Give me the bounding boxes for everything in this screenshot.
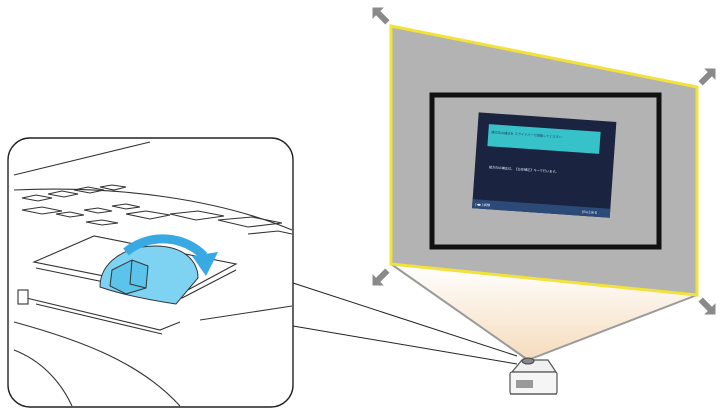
resize-arrow-icon	[372, 7, 390, 25]
screen-message-box	[487, 124, 601, 154]
resize-arrow-icon	[372, 268, 390, 286]
beam-edge-right	[527, 294, 698, 361]
projected-image: 横方向の補正を スライドバーで調整してください 縦方向の補正は、【台形補正】キー…	[472, 112, 617, 218]
screen-footer-left: [◀▶]:調整	[475, 201, 491, 207]
projector-icon	[509, 357, 558, 395]
screen-message-line2: 縦方向の補正は、【台形補正】キーで行います。	[489, 164, 559, 174]
callout-line-bottom	[292, 325, 518, 365]
resize-arrow-icon	[698, 297, 716, 315]
screen-footer-right: [Esc]:戻る	[582, 209, 598, 215]
resize-arrow-icon	[698, 68, 716, 86]
slider-inset	[7, 137, 294, 408]
beam-edge-left	[390, 263, 529, 361]
callout-line-top	[292, 282, 518, 357]
rotate-arrow-icon	[123, 234, 218, 276]
screen-message-line1: 横方向の補正を スライドバーで調整してください	[491, 129, 562, 139]
